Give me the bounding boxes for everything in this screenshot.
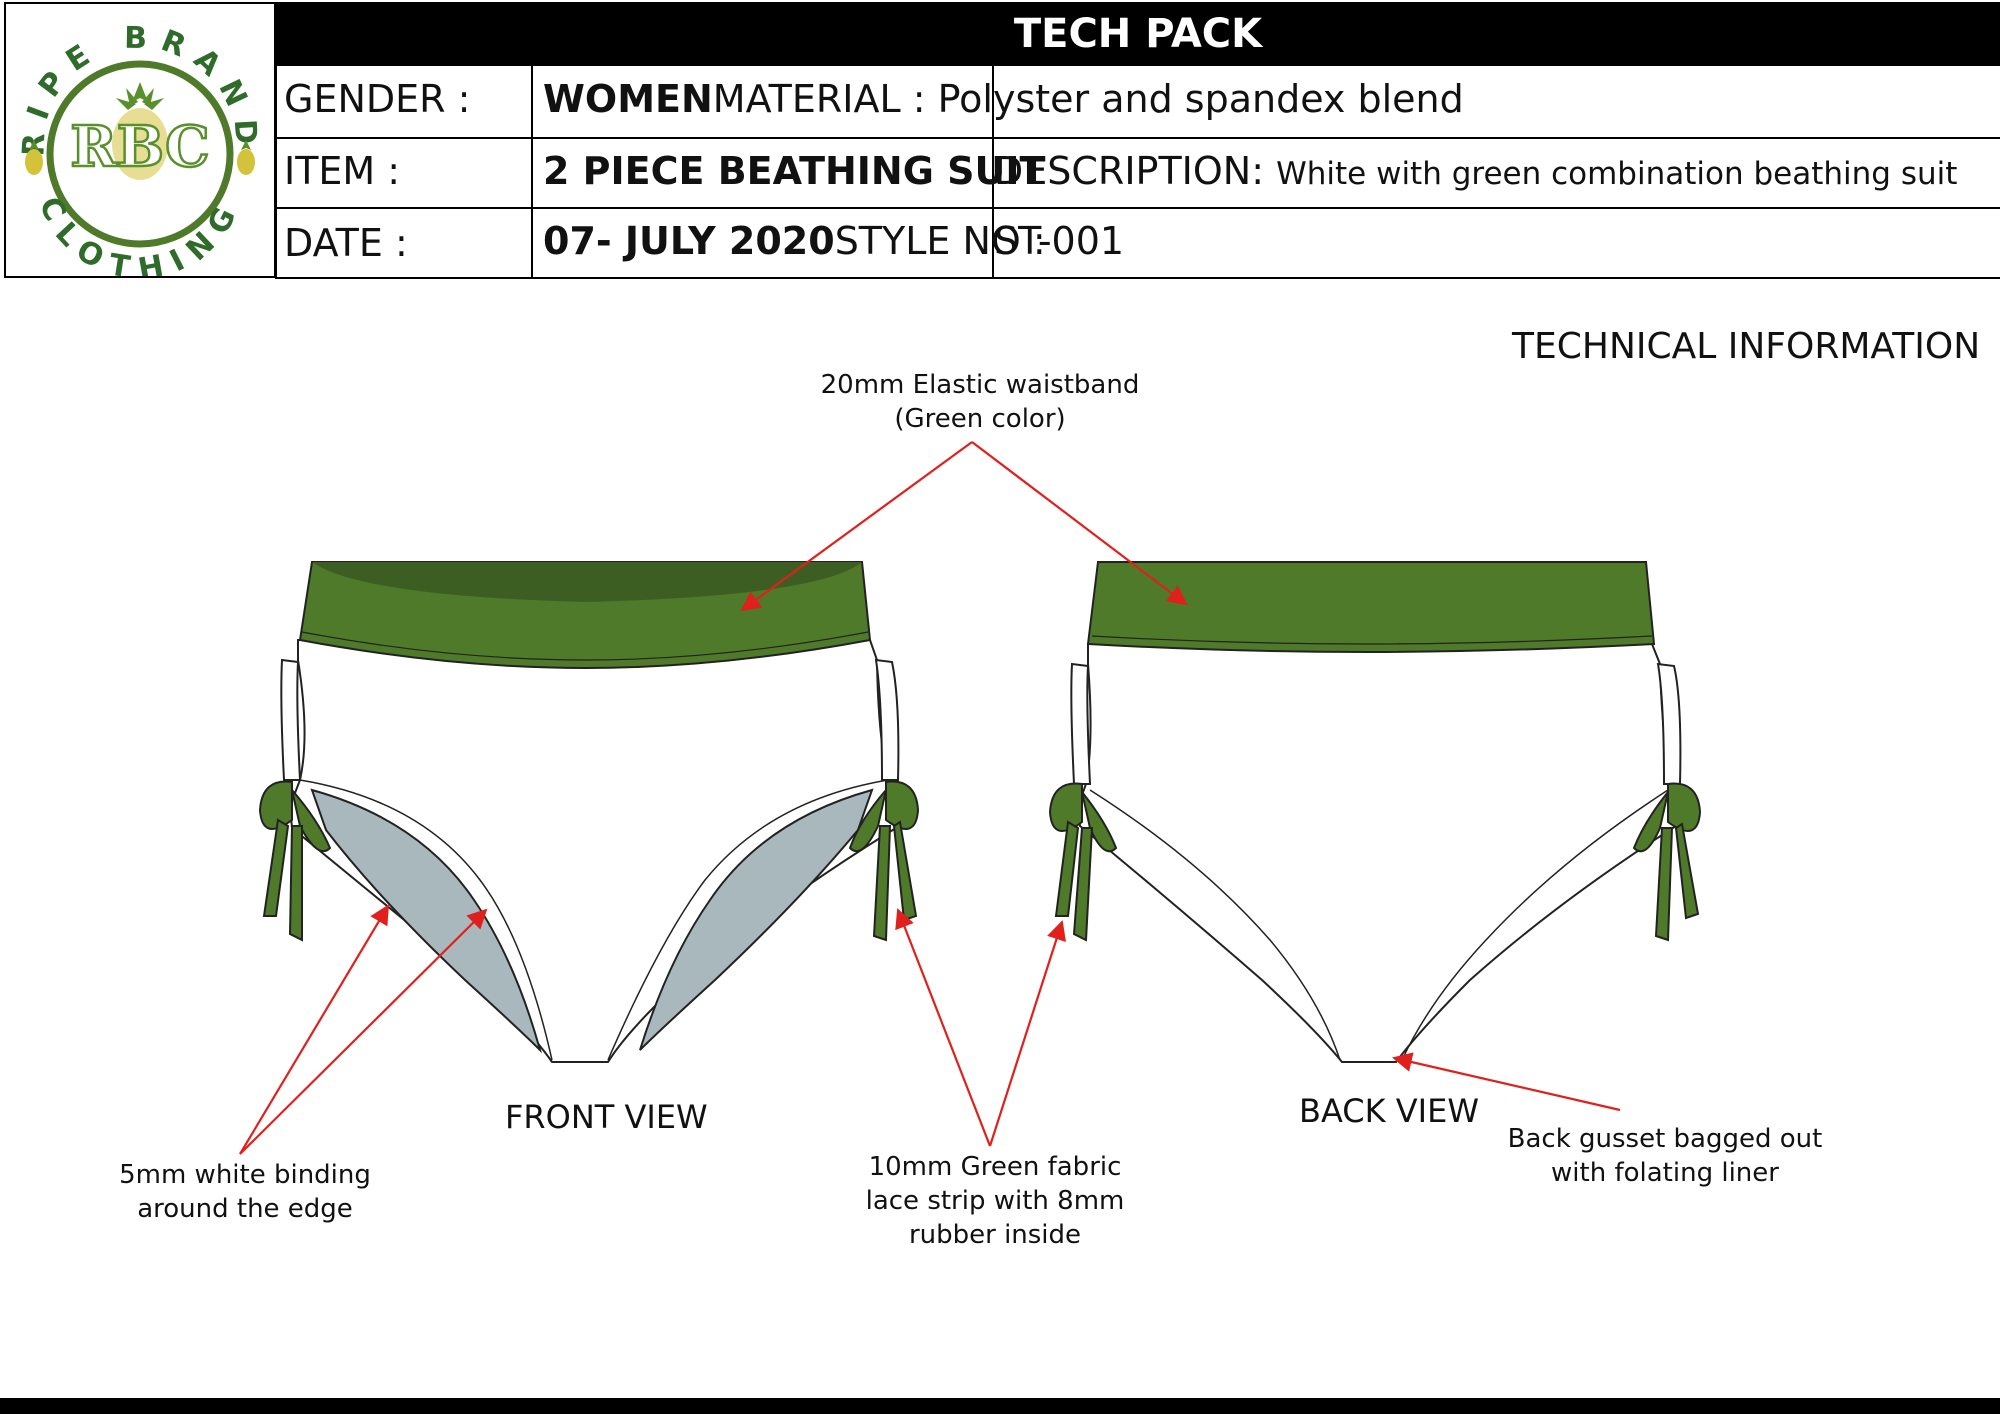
front-view-label: FRONT VIEW bbox=[505, 1098, 708, 1136]
material-label: MATERIAL : bbox=[712, 77, 938, 121]
brand-logo: RIPE BRAND CLOTHING RBC bbox=[4, 2, 276, 288]
description-line: DESCRIPTION: White with green combinatio… bbox=[994, 152, 1957, 190]
svg-text:RBC: RBC bbox=[70, 114, 209, 180]
binding-note: 5mm white binding around the edge bbox=[119, 1160, 371, 1224]
tech-pack-header: RIPE BRAND CLOTHING RBC bbox=[0, 0, 2000, 288]
style-no-label: STYLE NO : bbox=[834, 219, 1046, 263]
row-divider bbox=[276, 207, 2000, 209]
gender-label: GENDER : bbox=[284, 77, 471, 121]
front-view-drawing bbox=[258, 561, 920, 1063]
back-view-drawing bbox=[1048, 561, 1702, 1063]
waistband-note: 20mm Elastic waistband (Green color) bbox=[820, 370, 1140, 434]
date-style-line: 07- JULY 2020STYLE NO : bbox=[543, 222, 1046, 260]
gender-material-line: WOMENMATERIAL : Polyster and spandex ble… bbox=[543, 80, 1464, 118]
col-divider bbox=[275, 66, 277, 279]
gender-value: WOMEN bbox=[543, 77, 713, 121]
item-label: ITEM : bbox=[284, 149, 401, 193]
back-view-label: BACK VIEW bbox=[1299, 1092, 1479, 1130]
gusset-note: Back gusset bagged out with folating lin… bbox=[1507, 1124, 1823, 1188]
section-title: TECHNICAL INFORMATION bbox=[1512, 326, 1981, 367]
callout-arrows bbox=[239, 441, 1621, 1155]
description-value: White with green combination beathing su… bbox=[1276, 156, 1958, 192]
date-label: DATE : bbox=[284, 221, 408, 265]
lace-note: 10mm Green fabric lace strip with 8mm ru… bbox=[865, 1152, 1125, 1250]
description-label: DESCRIPTION: bbox=[994, 149, 1277, 193]
col-divider bbox=[531, 66, 533, 279]
page-title: TECH PACK bbox=[276, 2, 2000, 66]
row-divider bbox=[276, 137, 2000, 139]
date-value: 07- JULY 2020 bbox=[543, 219, 835, 263]
material-value: Polyster and spandex blend bbox=[937, 77, 1464, 121]
bottom-border bbox=[0, 1398, 2000, 1414]
style-no-value: ST-001 bbox=[994, 219, 1125, 263]
ripe-brand-logo-icon: RIPE BRAND CLOTHING RBC bbox=[16, 21, 255, 288]
col-divider bbox=[992, 66, 994, 279]
row-divider bbox=[276, 277, 2000, 279]
item-value: 2 PIECE BEATHING SUIT bbox=[543, 149, 1046, 193]
